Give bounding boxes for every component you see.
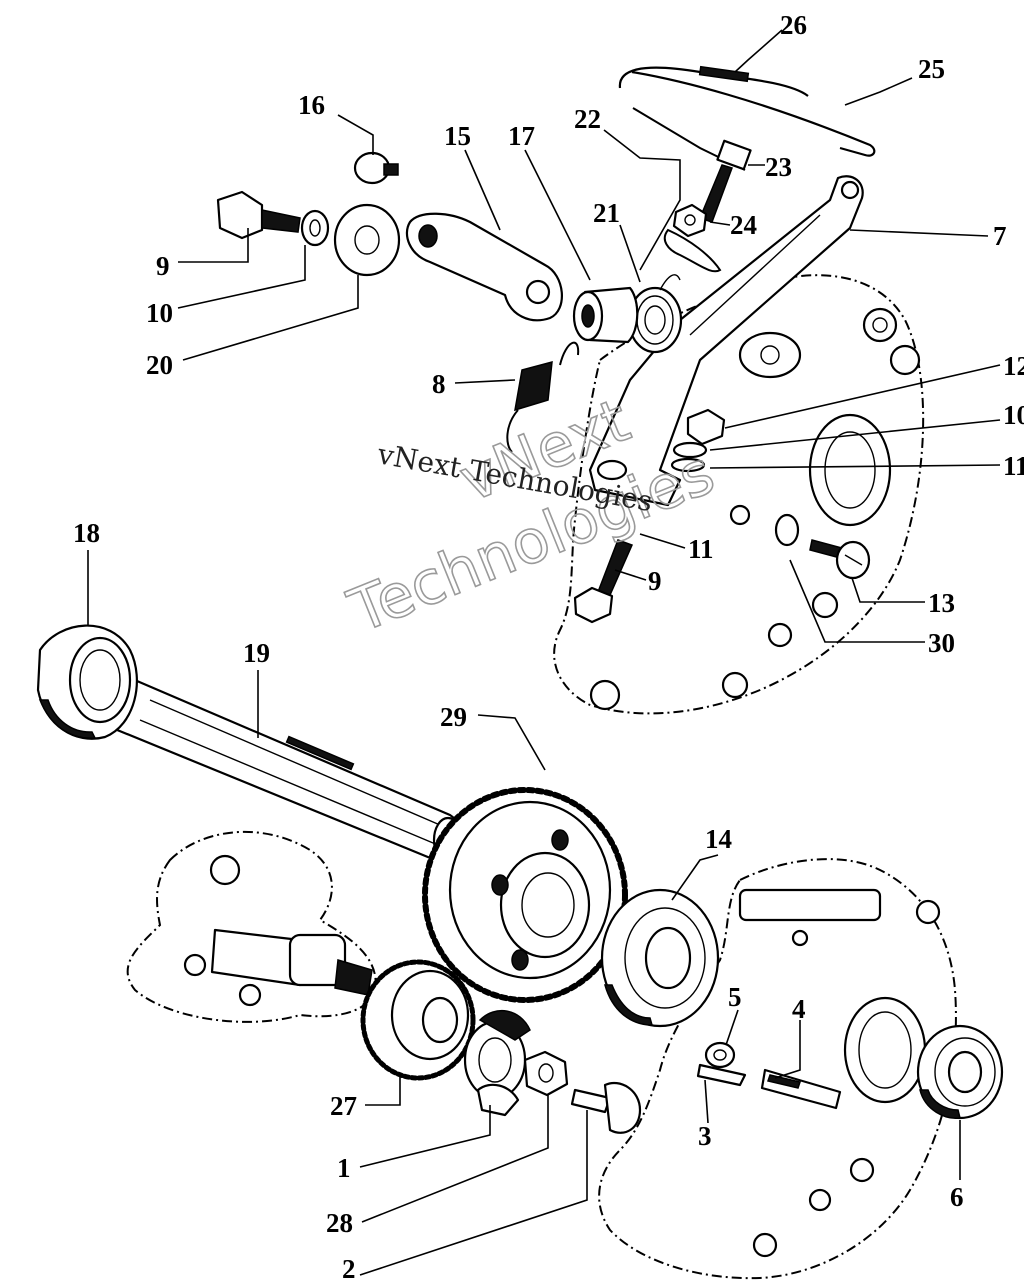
label-20: 20	[146, 350, 173, 380]
washer-10-lower	[672, 441, 708, 459]
label-30: 30	[928, 628, 955, 658]
label-21: 21	[593, 198, 620, 228]
pin-2	[570, 1082, 642, 1134]
lever-arm	[588, 175, 864, 507]
washer-30	[774, 513, 800, 547]
washer-10-upper	[300, 209, 330, 247]
small-gear-27	[360, 959, 476, 1081]
label-22: 22	[574, 104, 601, 134]
label-7: 7	[993, 221, 1007, 251]
left-case-hole-a	[209, 854, 241, 886]
bolt-9-upper	[216, 190, 301, 240]
case-bolt-hole-d	[589, 679, 621, 711]
right-case-hole-d	[752, 1232, 778, 1258]
label-13: 13	[928, 588, 955, 618]
bearing-14	[600, 888, 720, 1028]
spring-clip	[663, 228, 722, 273]
case-bearing-seat	[808, 413, 892, 527]
main-shaft	[98, 676, 464, 864]
label-5: 5	[728, 982, 742, 1012]
nut-12	[686, 408, 726, 446]
label-12: 12	[1003, 351, 1024, 381]
rod	[631, 70, 876, 157]
large-gear-29	[422, 787, 628, 1003]
right-case-hole-c	[808, 1188, 832, 1212]
label-9-lower: 9	[648, 566, 662, 596]
label-26: 26	[780, 10, 807, 40]
washer-20	[333, 203, 401, 277]
lever-arm-pivot	[840, 180, 860, 200]
right-case-bore	[843, 996, 927, 1104]
case-bolt-hole-e	[729, 504, 751, 526]
right-case-hole-a	[915, 899, 941, 925]
label-2: 2	[342, 1254, 356, 1280]
collar	[572, 286, 639, 344]
label-25: 25	[918, 54, 945, 84]
nut-24	[672, 203, 708, 238]
washer-11-upper	[670, 457, 706, 473]
bearing-18	[36, 624, 138, 740]
case-bolt-hole-b	[767, 622, 793, 648]
label-18: 18	[73, 518, 100, 548]
case-boss-right	[889, 344, 921, 376]
lever-arm-slot	[596, 459, 628, 481]
label-9-upper: 9	[156, 251, 170, 281]
label-11-upper: 11	[1003, 451, 1024, 481]
right-case-flange	[738, 888, 882, 922]
screw-13	[809, 539, 871, 580]
label-24: 24	[730, 210, 757, 240]
label-29: 29	[440, 702, 467, 732]
spline-shaft	[210, 928, 373, 996]
label-4: 4	[792, 994, 806, 1024]
cam-1	[463, 1010, 531, 1117]
label-3: 3	[698, 1121, 712, 1151]
link-arm	[405, 212, 564, 322]
tension-spring	[506, 341, 580, 453]
label-8: 8	[432, 369, 446, 399]
label-10-upper: 10	[146, 298, 173, 328]
label-14: 14	[705, 824, 732, 854]
clip-5	[704, 1041, 736, 1069]
right-case-hole-b	[849, 1157, 875, 1183]
pin-3	[696, 1063, 747, 1087]
left-case-hole-c	[238, 983, 262, 1007]
case-bolt-hole-c	[721, 671, 749, 699]
bolt-9-lower	[573, 539, 634, 624]
screw-16	[353, 151, 399, 185]
label-27: 27	[330, 1091, 357, 1121]
label-23: 23	[765, 152, 792, 182]
label-6: 6	[950, 1182, 964, 1212]
case-bolt-hole-a	[811, 591, 839, 619]
label-15: 15	[444, 121, 471, 151]
label-10-lower: 10	[1003, 400, 1024, 430]
right-case-hole-e	[791, 929, 809, 947]
label-17: 17	[508, 121, 535, 151]
left-case-hole-b	[183, 953, 207, 977]
label-28: 28	[326, 1208, 353, 1238]
label-11-lower: 11	[688, 534, 714, 564]
nut-28	[523, 1050, 569, 1097]
case-boss-upper	[862, 307, 898, 343]
oil-seal-6	[916, 1024, 1004, 1120]
case-shaft-boss	[738, 331, 802, 379]
torsion-spring	[627, 274, 683, 354]
label-16: 16	[298, 90, 325, 120]
label-1: 1	[337, 1153, 351, 1183]
label-19: 19	[243, 638, 270, 668]
